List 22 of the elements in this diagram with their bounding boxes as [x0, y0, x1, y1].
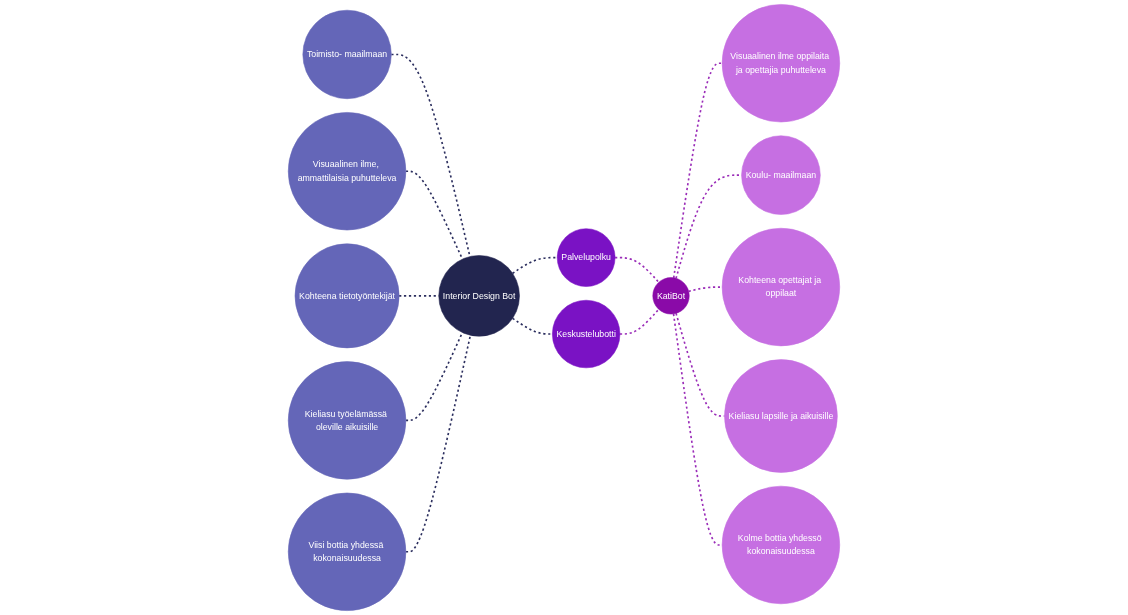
node-circle: Visuaalinen ilme, ammattilaisia puhutteleva: [287, 112, 407, 231]
connector: [687, 286, 723, 293]
node-circle: Kohteena tietotyöntekijät: [294, 243, 400, 349]
node-circle: Kolme bottia yhdessö kokonaisuudessa: [721, 485, 841, 605]
connector: [405, 170, 464, 260]
connector: [405, 334, 472, 553]
node-circle: Kohteena opettajat ja oppilaat: [721, 227, 841, 347]
connector: [619, 308, 660, 335]
node-circle: Toimisto- maailmaan: [302, 9, 392, 99]
node-circle: Kieliasu työelämässä oleville aikuisille: [287, 361, 407, 480]
connector: [614, 256, 660, 284]
node-circle: Visuaalinen ilme oppilaita ja opettajia puhutteleva: [721, 4, 841, 123]
node-circle: Palvelupolku: [556, 228, 616, 287]
connector: [390, 53, 471, 258]
node-circle: Kieliasu lapsille ja aikuisille: [724, 359, 838, 473]
node-circle: KatiBot: [652, 277, 690, 315]
connector: [672, 313, 723, 546]
node-circle: Koulu- maailmaan: [741, 135, 821, 215]
node-circle: Viisi bottia yhdessä kokonaisuudessa: [287, 492, 407, 611]
node-circle: Keskustelubotti: [552, 299, 621, 369]
connector: [672, 62, 723, 279]
node-circle: Interior Design Bot: [438, 255, 520, 337]
